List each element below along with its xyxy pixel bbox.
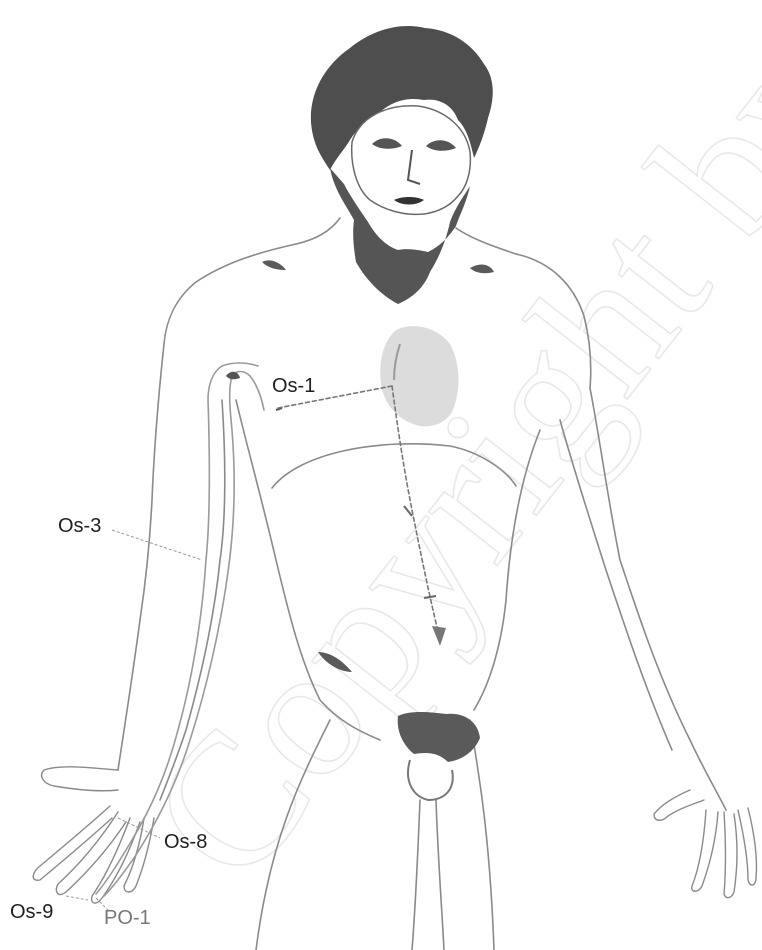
neck-left [296, 218, 340, 244]
label-os1: Os-1 [272, 375, 315, 397]
right-leg-outer [470, 720, 494, 950]
leader-os9 [66, 896, 88, 900]
right-finger-2 [724, 812, 737, 898]
genital [408, 760, 453, 800]
neck-right [456, 228, 516, 254]
label-os9: Os-9 [10, 901, 53, 923]
head [311, 26, 493, 304]
left-pec-mark [262, 260, 286, 270]
label-os3: Os-3 [58, 515, 101, 537]
right-finger-3 [738, 808, 757, 885]
meridian-node-marker [226, 372, 240, 380]
inner-leg [412, 800, 420, 950]
genital-hair [398, 712, 480, 762]
left-upper-arm-outer [118, 344, 164, 770]
label-po1: PO-1 [104, 907, 151, 929]
right-thumb [654, 790, 704, 820]
right-hand [654, 790, 757, 898]
right-finger-1 [692, 810, 718, 891]
inner-leg-2 [436, 800, 444, 950]
right-shoulder-mark [470, 265, 494, 274]
label-os8: Os-8 [164, 831, 207, 853]
left-thumb [42, 767, 118, 791]
heart-organ [380, 326, 458, 426]
left-shoulder [164, 244, 296, 344]
leader-os3 [112, 530, 202, 560]
